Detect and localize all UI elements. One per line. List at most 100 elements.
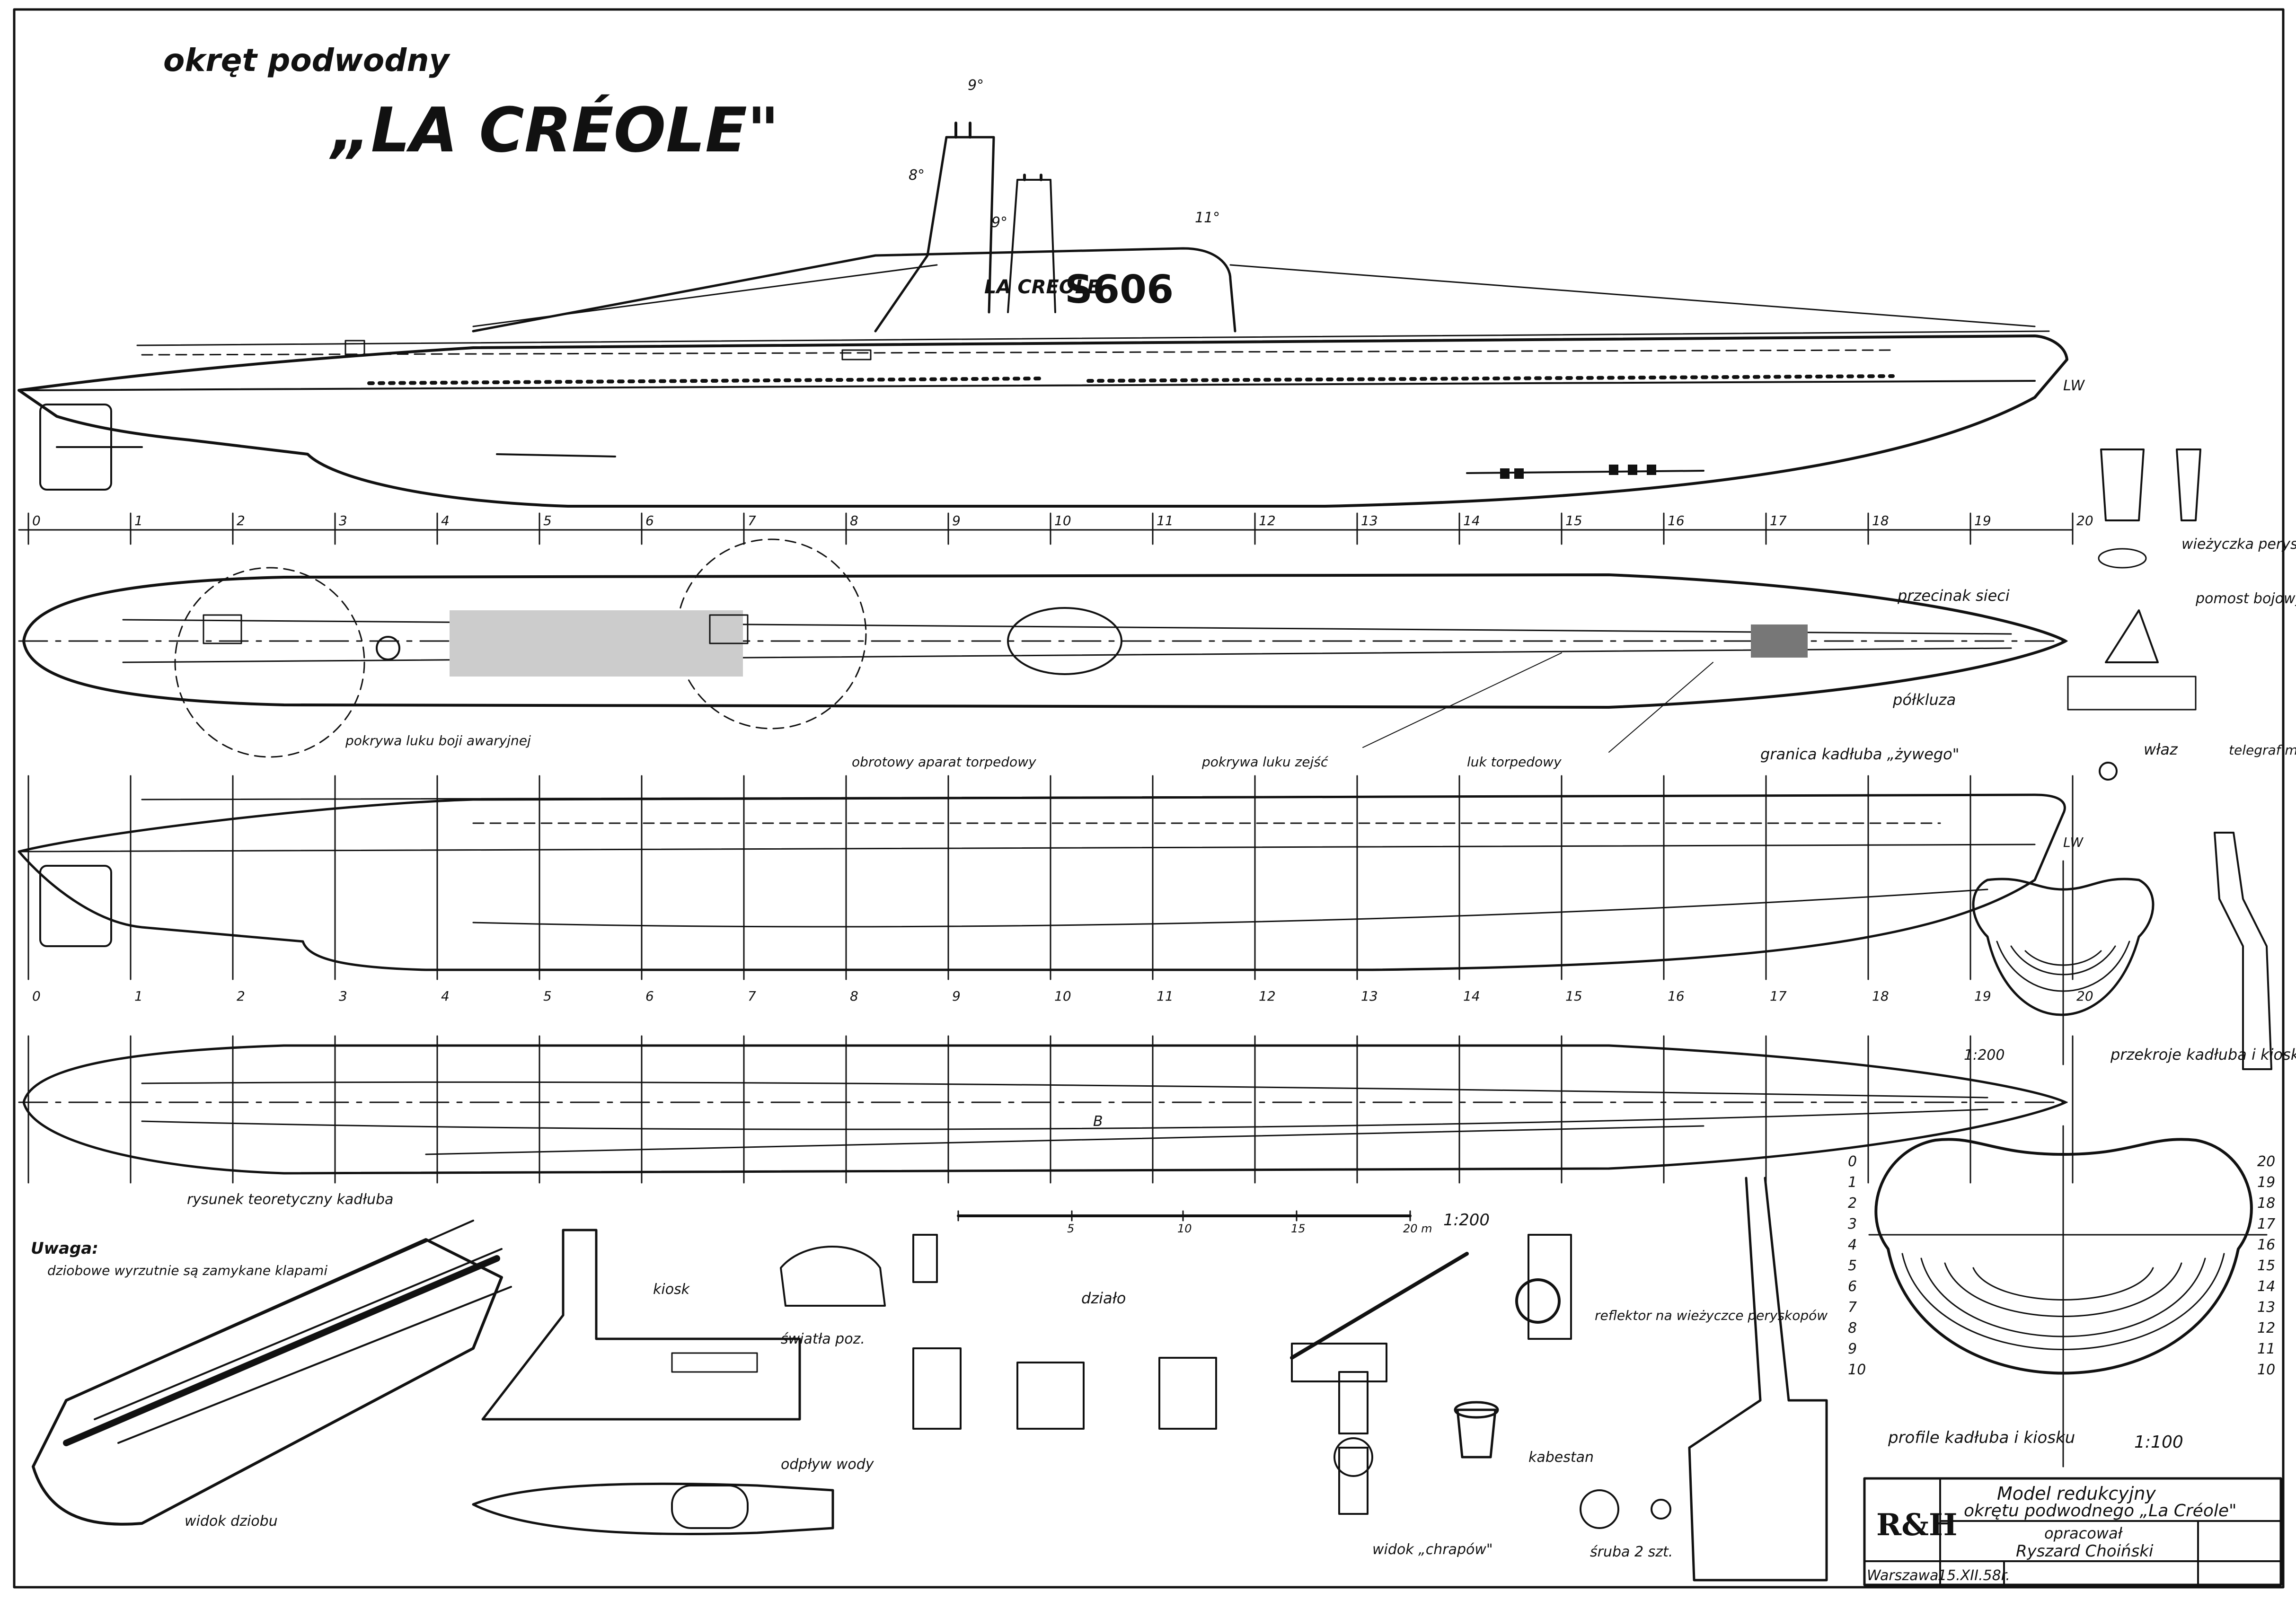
section-number: 16 (2257, 1237, 2275, 1253)
city: Warszawa (1867, 1567, 1938, 1584)
station-number: 15 (1565, 988, 1582, 1004)
section-number: 8 (1848, 1320, 1857, 1336)
section-number: 17 (2257, 1216, 2275, 1232)
station-number: 10 (1054, 513, 1071, 528)
station-number: 12 (1259, 513, 1276, 528)
station-number: 14 (1463, 513, 1480, 528)
station-number: 20 (2076, 988, 2093, 1004)
section-number: 20 (2257, 1153, 2275, 1170)
publisher-logo: R&H (1876, 1507, 1957, 1543)
note-text: dziobowe wyrzutnie są zamykane klapami (47, 1263, 327, 1278)
station-number: 5 (543, 988, 552, 1004)
label-pokrywa-boja: pokrywa luku boji awaryjnej (345, 733, 531, 748)
section-number: 0 (1848, 1153, 1857, 1170)
section-number: 4 (1848, 1237, 1857, 1253)
station-number: 17 (1770, 988, 1787, 1004)
station-number: 4 (441, 513, 450, 528)
station-number: 19 (1974, 513, 1991, 528)
station-number: 18 (1872, 988, 1889, 1004)
section-number: 9 (1848, 1341, 1857, 1357)
label-widok-dziobu: widok dziobu (185, 1513, 278, 1530)
section-number: 19 (2257, 1174, 2275, 1191)
label-aparat: obrotowy aparat torpedowy (852, 754, 1036, 770)
hull-profile-large: 1:100 profile kadłuba i kiosku 012345678… (1848, 1125, 2275, 1468)
section-number: 3 (1848, 1216, 1857, 1232)
hull-lines-plan: B (18, 1035, 2074, 1184)
station-number: 8 (850, 988, 858, 1004)
section-number: 13 (2257, 1299, 2275, 1316)
title-line-1: Model redukcyjny (1997, 1483, 2156, 1504)
label-rysunek: rysunek teoretyczny kadłuba (187, 1191, 393, 1208)
kiosk-profile (1688, 1177, 1828, 1582)
note-title: Uwaga: (31, 1239, 98, 1258)
label-chrapy: widok „chrapów" (1372, 1541, 1493, 1558)
label-wlaz: właz (2144, 740, 2178, 758)
station-number: 6 (645, 988, 654, 1004)
station-number: 9 (952, 988, 961, 1004)
station-number: 3 (339, 513, 347, 528)
side-profile-view: LA CREOLE S606 LW 8° 9° 9° 11° (18, 77, 2085, 508)
scale-label: 1:200 (1443, 1211, 1490, 1230)
gun-detail (912, 1234, 1217, 1430)
section-number: 12 (2257, 1320, 2275, 1336)
author-name: Ryszard Choiński (2016, 1542, 2154, 1561)
propeller-detail (1580, 1489, 1671, 1529)
label-reflektor: reflektor na wieżyczce peryskopów (1595, 1308, 1828, 1323)
label-sruba: śruba 2 szt. (1590, 1544, 1673, 1560)
deck-plan-view (18, 538, 2074, 758)
hull-name-marking: LA CREOLE (984, 276, 1100, 298)
label-luk-torpedowy: luk torpedowy (1467, 754, 1562, 770)
station-number: 17 (1770, 513, 1787, 528)
station-number: 6 (645, 513, 654, 528)
station-number: 2 (237, 513, 245, 528)
label-potkluza: półkluza (1892, 691, 1956, 709)
station-number: 15 (1565, 513, 1582, 528)
station-number: 3 (339, 988, 347, 1004)
section-number: 5 (1848, 1257, 1857, 1274)
station-number: 7 (748, 513, 756, 528)
station-number: 16 (1668, 988, 1685, 1004)
bow-view-detail (32, 1220, 512, 1526)
label-przekroje: przekroje kadłuba i kiosku (2110, 1046, 2296, 1064)
scale-tick: 10 (1177, 1222, 1192, 1235)
section-number: 1 (1848, 1174, 1857, 1191)
station-number: 7 (748, 988, 756, 1004)
station-number: 19 (1974, 988, 1991, 1004)
degree-mark: 8° (909, 167, 925, 184)
title-block: R&H Model redukcyjny okrętu podwodnego „… (1863, 1477, 2282, 1586)
station-number: 2 (237, 988, 245, 1004)
letter-b: B (1093, 1113, 1103, 1130)
label-swiatla: światła poz. (781, 1331, 865, 1347)
degree-mark: 9° (968, 77, 984, 94)
station-number: 0 (32, 513, 41, 528)
station-number: 11 (1157, 513, 1174, 528)
page-title: „LA CRÉOLE" (329, 94, 779, 166)
scale-label: 1:100 (2134, 1433, 2183, 1452)
kiosk-detail (481, 1229, 801, 1421)
section-number: 2 (1848, 1195, 1857, 1212)
station-number: 13 (1361, 988, 1378, 1004)
station-number: 16 (1668, 513, 1685, 528)
label-peryskopy: wieżyczka peryskopów (2181, 536, 2296, 553)
station-number: 20 (2076, 513, 2093, 528)
label-kabestan: kabestan (1528, 1449, 1594, 1466)
subtitle: okręt podwodny (163, 42, 450, 79)
sheet-frame (13, 8, 2285, 1589)
gun-drawing (1290, 1252, 1469, 1515)
station-number: 14 (1463, 988, 1480, 1004)
section-number: 14 (2257, 1278, 2275, 1295)
degree-mark: 9° (991, 214, 1007, 231)
station-number: 8 (850, 513, 858, 528)
section-number: 10 (1848, 1362, 1866, 1378)
label-granica: granica kadłuba „żywego" (1760, 745, 1959, 763)
scale-tick: 5 (1067, 1222, 1074, 1235)
section-number: 10 (2257, 1362, 2275, 1378)
section-number: 6 (1848, 1278, 1857, 1295)
waterline-label: LW (2063, 835, 2084, 850)
cross-section-small: 1:200 przekroje kadłuba i kiosku (1964, 832, 2296, 1070)
label-przecinak: przecinak sieci (1897, 587, 2010, 605)
section-number: 18 (2257, 1195, 2275, 1212)
station-number: 0 (32, 988, 41, 1004)
